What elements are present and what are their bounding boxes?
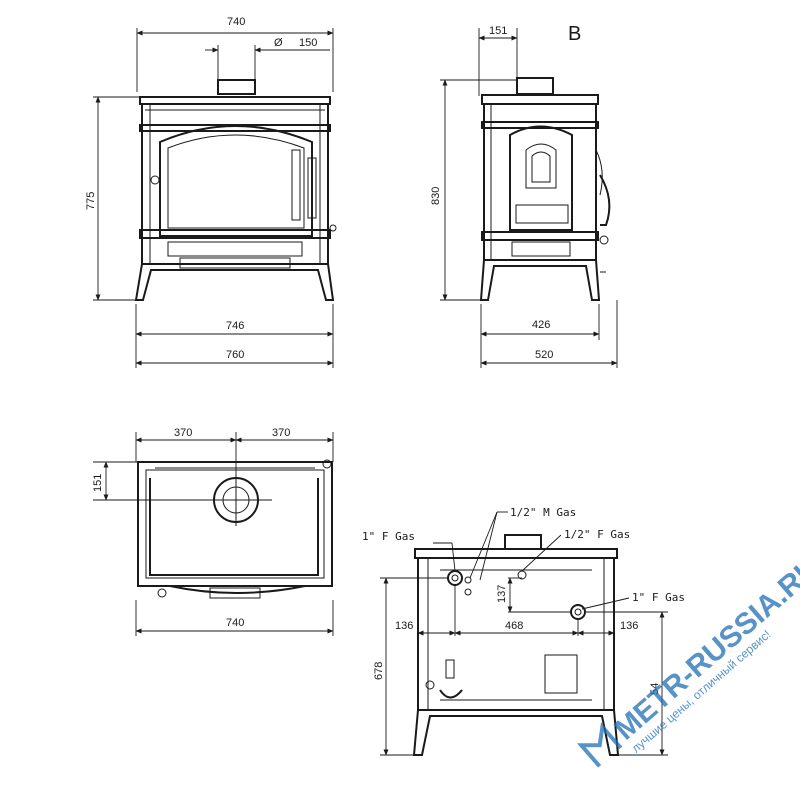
side-depth-total-label: 520: [535, 349, 553, 361]
side-depth-legs-label: 426: [532, 319, 550, 331]
rear-left-offset-label: 136: [395, 620, 413, 632]
label-half-f-gas: 1/2" F Gas: [564, 528, 630, 541]
view-label-b: B: [568, 23, 581, 45]
rear-vertical-offset-label: 137: [496, 585, 508, 603]
top-width-label: 740: [226, 617, 244, 629]
front-height-label: 775: [85, 192, 97, 210]
label-half-m-gas: 1/2" M Gas: [510, 506, 576, 519]
front-view: 740 Ø 150 775: [85, 16, 337, 368]
flue-diameter-symbol: Ø: [274, 37, 283, 49]
rear-view: 1" F Gas 1/2" M Gas 1/2" F Gas 1" F Gas …: [362, 506, 685, 756]
top-flue-offset-label: 151: [92, 474, 104, 492]
label-1in-f-gas-right: 1" F Gas: [632, 591, 685, 604]
front-width-top-label: 740: [227, 16, 245, 28]
flue-diameter-label: 150: [299, 37, 317, 49]
side-flue-offset-label: 151: [489, 25, 507, 37]
side-height-label: 830: [430, 187, 442, 205]
label-1in-f-gas-left: 1" F Gas: [362, 530, 415, 543]
watermark-logo-icon: [576, 722, 623, 768]
top-view: 370 370 151 740: [92, 427, 334, 636]
front-width-legs-label: 746: [226, 320, 244, 332]
rear-height-right-label: 54: [649, 683, 661, 695]
side-view: 151 830 426 520: [430, 25, 618, 368]
watermark-brand: METR-RUSSIA.RU: [608, 551, 800, 746]
rear-center-width-label: 468: [505, 620, 523, 632]
top-left-half-label: 370: [174, 427, 192, 439]
front-width-total-label: 760: [226, 349, 244, 361]
top-right-half-label: 370: [272, 427, 290, 439]
rear-height-left-label: 678: [373, 662, 385, 680]
rear-right-offset-label: 136: [620, 620, 638, 632]
